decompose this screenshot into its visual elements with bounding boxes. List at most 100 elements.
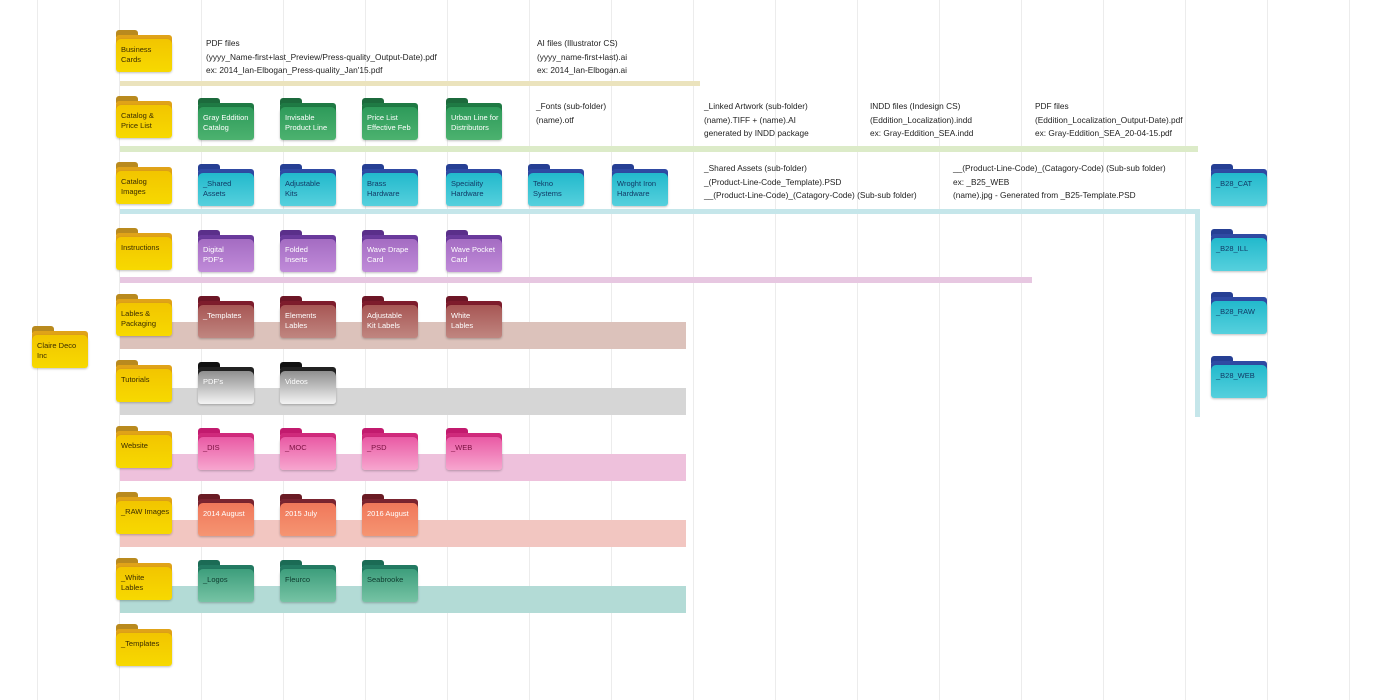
folder-b28-cat[interactable]: _B28_CAT [1211,164,1267,206]
folder-tutorials[interactable]: Tutorials [116,360,172,402]
band-catalog-images [120,209,1200,214]
folder-icon [280,569,336,602]
folder-label: _Shared Assets [203,179,232,198]
folder-label: 2016 August [367,509,409,518]
folder-website[interactable]: Website [116,426,172,468]
folder-icon [1211,173,1267,206]
folder-instructions[interactable]: Instructions [116,228,172,270]
folder-seabrooke[interactable]: Seabrooke [362,560,418,602]
folder-tab [116,96,138,103]
folder-wave-pocket-card[interactable]: Wave Pocket Card [446,230,502,272]
folder-business-cards[interactable]: Business Cards [116,30,172,72]
folder-label: Digital PDF's [203,245,224,264]
folder-tab [1211,292,1233,299]
folder-b28-web[interactable]: _B28_WEB [1211,356,1267,398]
folder-price-list-effective-feb[interactable]: Price List Effective Feb [362,98,418,140]
note-line: _(Product-Line-Code_Template).PSD [704,176,842,187]
folder-tab [116,162,138,169]
folder-wave-drape-card[interactable]: Wave Drape Card [362,230,418,272]
note-line: generated by INDD package [704,128,809,138]
folder-tab [116,624,138,631]
folder-icon [362,305,418,338]
folder-adjustable-kit-labels[interactable]: Adjustable Kit Labels [362,296,418,338]
folder-tab [280,98,302,105]
folder-dis[interactable]: _DIS [198,428,254,470]
folder-icon [446,239,502,272]
folder-white-lables[interactable]: White Lables [446,296,502,338]
folder-icon [362,503,418,536]
folder-label: _Templates [121,639,160,648]
folder-icon [1211,301,1267,334]
folder-gray-eddition-catalog[interactable]: Gray Eddition Catalog [198,98,254,140]
naming-note: _Fonts (sub-folder)(name).otf [536,100,606,127]
folder-brass-hardware[interactable]: Brass Hardware [362,164,418,206]
grid-line [201,0,202,700]
folder-digital-pdf-s[interactable]: Digital PDF's [198,230,254,272]
folder-icon [198,371,254,404]
folder-tab [116,30,138,37]
folder-b28-ill[interactable]: _B28_ILL [1211,229,1267,271]
folder-elements-lables[interactable]: Elements Lables [280,296,336,338]
folder-speciality-hardware[interactable]: Speciality Hardware [446,164,502,206]
folder-claire-deco-inc[interactable]: Claire Deco Inc [32,326,88,368]
folder-label: _White Lables [121,573,145,592]
note-line: (Eddition_Localization).indd [870,114,972,125]
band-business-cards [120,81,700,86]
folder-raw-images[interactable]: _RAW Images [116,492,172,534]
folder-tab [116,426,138,433]
note-line: AI files (Illustrator CS) [537,38,618,48]
folder-psd[interactable]: _PSD [362,428,418,470]
folder-label: 2015 July [285,509,318,518]
note-line: ex: 2014_Ian-Elbogan_Press-quality_Jan'1… [206,65,383,75]
folder-tab [528,164,550,171]
folder-tab [362,164,384,171]
folder-tab [446,428,468,435]
folder-adjustable-kits[interactable]: Adjustable Kits [280,164,336,206]
folder-moc[interactable]: _MOC [280,428,336,470]
folder-videos[interactable]: Videos [280,362,336,404]
naming-note: __(Product-Line-Code)_(Catagory-Code) (S… [953,162,1166,203]
folder-label: Elements Lables [285,311,317,330]
folder-catalog-price-list[interactable]: Catalog & Price List [116,96,172,138]
folder-shared-assets[interactable]: _Shared Assets [198,164,254,206]
folder-pdf-s[interactable]: PDF's [198,362,254,404]
folder-label: _MOC [285,443,307,452]
folder-tab [362,560,384,567]
folder-icon [198,239,254,272]
folder-icon [362,107,418,140]
folder-icon [116,567,172,600]
folder-tab [280,362,302,369]
folder-web[interactable]: _WEB [446,428,502,470]
note-line: ex: 2014_Ian-Elbogan.ai [537,65,627,75]
folder-urban-line-for-distributors[interactable]: Urban Line for Distributors [446,98,502,140]
folder-white-lables[interactable]: _White Lables [116,558,172,600]
folder-label: Price List Effective Feb [367,113,411,132]
folder-icon [1211,365,1267,398]
folder-icon [116,435,172,468]
folder-tab [280,494,302,501]
folder-label: Adjustable Kits [285,179,321,198]
note-line: ex: _B25_WEB [953,176,1010,187]
folder-label: _B28_CAT [1216,179,1253,188]
folder-b28-raw[interactable]: _B28_RAW [1211,292,1267,334]
folder-2014-august[interactable]: 2014 August [198,494,254,536]
folder-catalog-images[interactable]: Catalog Images [116,162,172,204]
folder-label: Claire Deco Inc [37,341,77,360]
folder-wroght-iron-hardware[interactable]: Wroght Iron Hardware [612,164,668,206]
folder-invisable-product-line[interactable]: Invisable Product Line [280,98,336,140]
note-line: INDD files (Indesign CS) [870,101,961,111]
folder-tekno-systems[interactable]: Tekno Systems [528,164,584,206]
folder-fleurco[interactable]: Fleurco [280,560,336,602]
folder-lables-packaging[interactable]: Lables & Packaging [116,294,172,336]
folder-logos[interactable]: _Logos [198,560,254,602]
note-line: _Linked Artwork (sub-folder) [704,101,808,111]
folder-label: _RAW Images [121,507,170,516]
folder-2015-july[interactable]: 2015 July [280,494,336,536]
folder-icon [116,303,172,336]
folder-2016-august[interactable]: 2016 August [362,494,418,536]
folder-tab [198,494,220,501]
folder-tab [1211,164,1233,171]
folder-folded-inserts[interactable]: Folded Inserts [280,230,336,272]
folder-templates[interactable]: _Templates [198,296,254,338]
folder-templates[interactable]: _Templates [116,624,172,666]
